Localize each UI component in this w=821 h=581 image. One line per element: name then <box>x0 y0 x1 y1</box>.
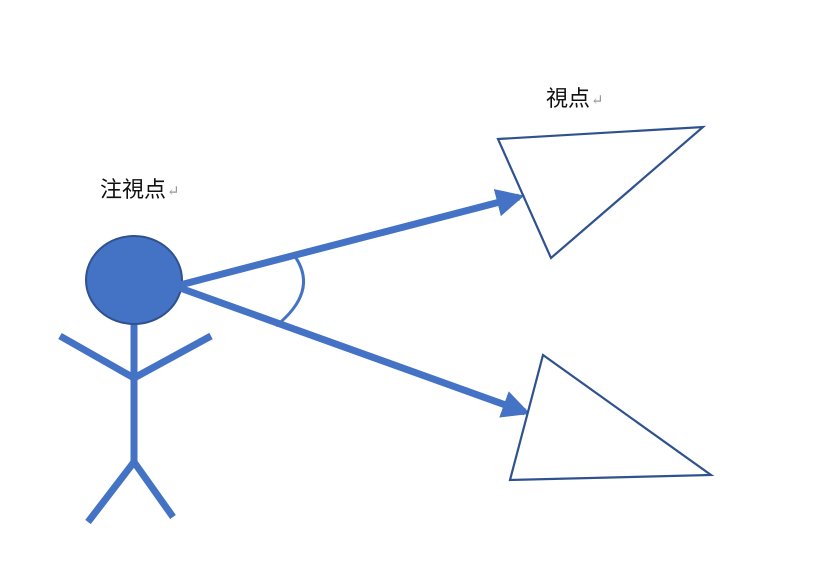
gaze-arrow-upper <box>179 189 525 289</box>
figure-right-arm <box>132 332 213 382</box>
gaze-arrow-lower <box>178 284 531 418</box>
viewpoint-label: 視点↵ <box>546 89 604 111</box>
return-mark-icon: ↵ <box>591 91 604 109</box>
gaze-point-text: 注視点 <box>100 178 167 203</box>
triangle-lower <box>508 353 715 482</box>
triangle-upper <box>496 125 707 260</box>
viewing-angle-arc <box>275 257 305 328</box>
stick-figure <box>58 235 213 525</box>
viewpoint-text: 視点 <box>546 87 591 112</box>
figure-right-leg <box>131 459 176 520</box>
gaze-point-label: 注視点↵ <box>100 180 180 202</box>
figure-left-leg <box>85 459 137 525</box>
return-mark-icon: ↵ <box>167 182 180 200</box>
figure-left-arm <box>58 332 136 382</box>
figure-head <box>85 235 183 325</box>
